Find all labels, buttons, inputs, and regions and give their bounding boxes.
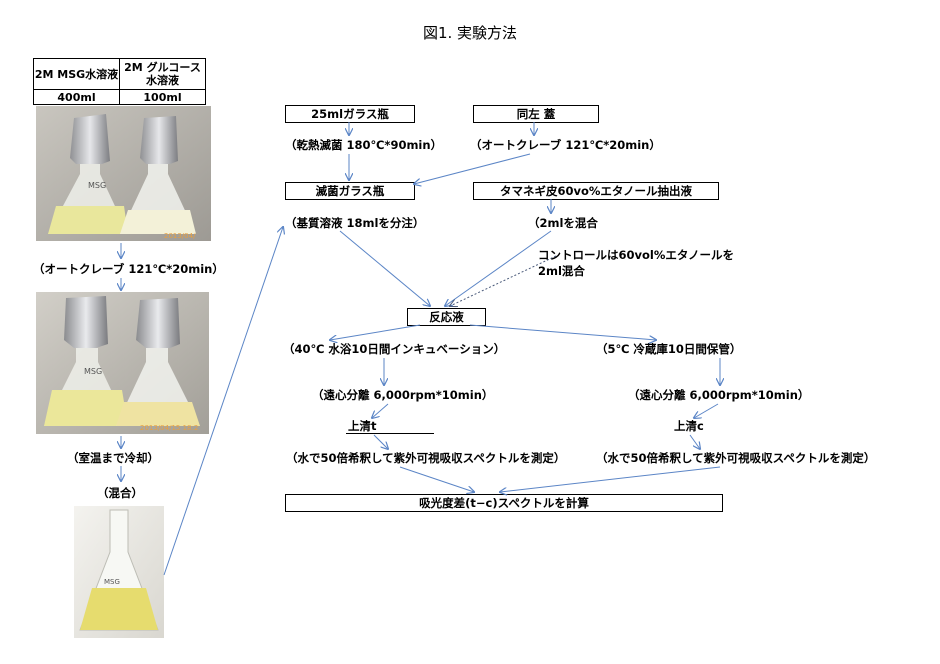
extract-box: タマネギ皮60vo%エタノール抽出液 [473, 182, 719, 200]
flask-label-1: MSG [88, 181, 106, 190]
measure-t-step: （水で50倍希釈して紫外可視吸収スペクトルを測定） [286, 451, 566, 465]
arrow-reaction-to-incubation [330, 324, 421, 340]
arrow-centrifuge-to-supernatant-c [694, 403, 719, 418]
photo2-date-stamp: 2013/04/15 18:2 [140, 424, 198, 432]
photo-mixed-flask: MSG [74, 506, 164, 638]
supernatant-c-label: 上清c [674, 419, 704, 433]
arrow-dispense-to-reaction [339, 230, 430, 306]
reagent-glucose-name: 2M グルコース水溶液 [119, 58, 206, 90]
control-note-line2: 2ml混合 [538, 264, 585, 278]
dry-sterilization-step: （乾熱滅菌 180℃*90min） [285, 138, 443, 152]
reagent-glucose-volume: 100ml [119, 89, 206, 105]
measure-c-step: （水で50倍希釈して紫外可視吸収スペクトルを測定） [596, 451, 876, 465]
arrow-supernatant-t-to-measure [373, 434, 388, 449]
left-mix-step: （混合） [97, 486, 143, 500]
arrow-supernatant-c-to-measure [689, 434, 700, 449]
dispense-step: （基質溶液 18mlを分注） [285, 216, 425, 230]
arrow-mix-to-reaction [445, 230, 552, 306]
figure-title: 図1. 実験方法 [422, 24, 518, 42]
arrow-measure-t-to-result [399, 466, 474, 492]
reagent-table: 2M MSG水溶液 2M グルコース水溶液 400ml 100ml [33, 58, 206, 105]
arrow-lid-to-sterile [414, 153, 531, 184]
extract-mix-step: （2mlを混合 [528, 216, 598, 230]
sterile-bottle-box: 滅菌ガラス瓶 [285, 182, 415, 200]
supernatant-t-label: 上清t [348, 419, 377, 433]
arrow-reaction-to-storage [469, 324, 656, 340]
left-autoclave-step: （オートクレーブ 121℃*20min） [33, 262, 224, 276]
photo-flasks-before: MSG 2013/04/ [36, 106, 211, 241]
arrow-control-note [450, 255, 557, 306]
photo-flasks-after-autoclave: MSG 2013/04/15 18:2 [36, 292, 209, 434]
left-cool-step: （室温まで冷却） [67, 451, 159, 465]
incubation-step: （40℃ 水浴10日間インキュベーション） [283, 342, 506, 356]
flask-label-3: MSG [104, 578, 120, 586]
bottle-box: 25mlガラス瓶 [285, 105, 415, 123]
control-note-line1: コントロールは60vol%エタノールを [538, 248, 735, 262]
centrifuge-t-step: （遠心分離 6,000rpm*10min） [312, 388, 494, 402]
reaction-box: 反応液 [407, 308, 486, 326]
lid-box: 同左 蓋 [473, 105, 599, 123]
supernatant-t-box: 上清t [346, 419, 434, 434]
lid-autoclave-step: （オートクレーブ 121℃*20min） [470, 138, 661, 152]
centrifuge-c-step: （遠心分離 6,000rpm*10min） [628, 388, 810, 402]
reagent-msg-name: 2M MSG水溶液 [33, 58, 120, 90]
reagent-msg-volume: 400ml [33, 89, 120, 105]
arrow-measure-c-to-result [500, 466, 721, 492]
arrow-centrifuge-to-supernatant-t [372, 403, 389, 418]
flask-label-2: MSG [84, 367, 102, 376]
arrow-mixed-to-dispense [163, 227, 283, 576]
storage-step: （5℃ 冷蔵庫10日間保管） [596, 342, 742, 356]
photo1-date-stamp: 2013/04/ [164, 232, 196, 240]
